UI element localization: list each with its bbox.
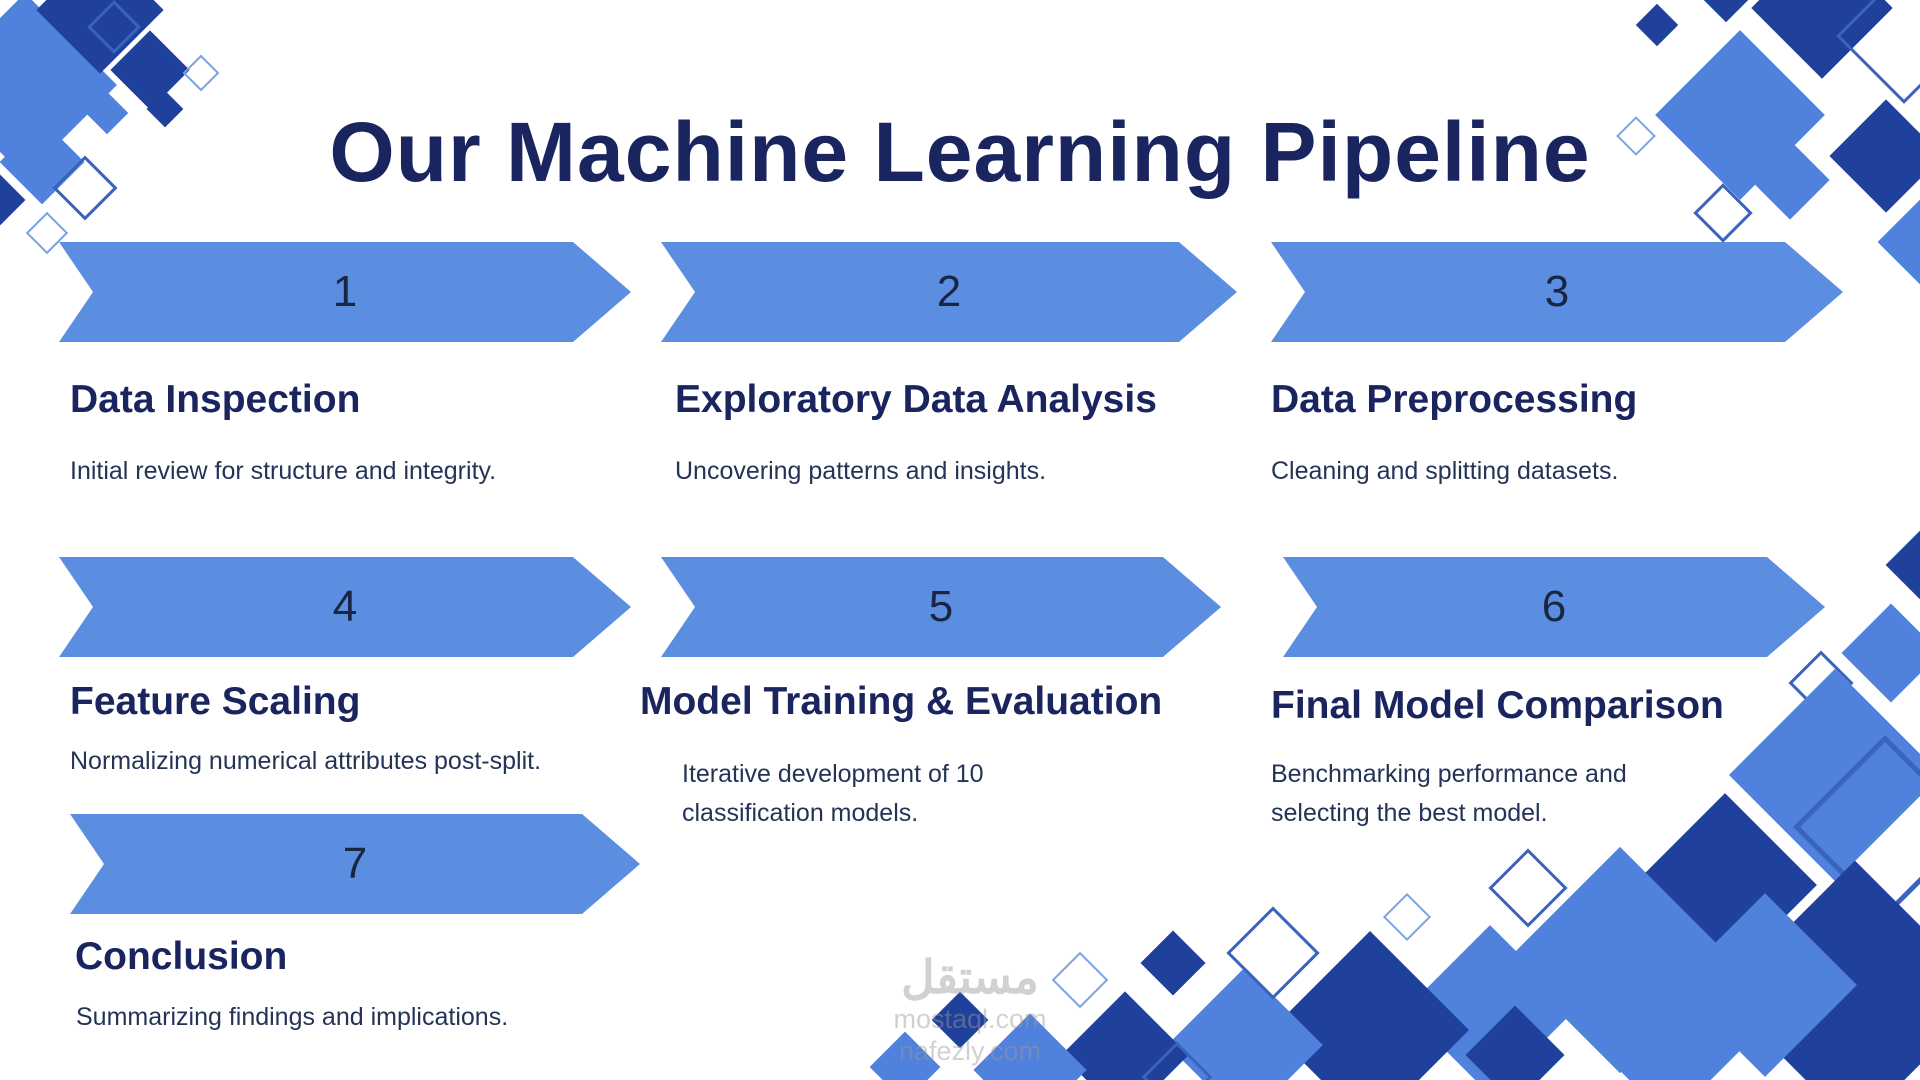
decor-diamond [1635, 3, 1679, 47]
step-3-number: 3 [1544, 267, 1570, 316]
step-7-number: 7 [342, 839, 368, 888]
decor-diamond [1140, 930, 1206, 996]
step-7-description: Summarizing findings and implications. [76, 1003, 509, 1031]
step-1-description: Initial review for structure and integri… [70, 457, 497, 485]
step-2-number: 2 [936, 267, 962, 316]
step-5-number: 5 [928, 582, 954, 631]
step-6-description: Benchmarking performance and selecting t… [1271, 760, 1627, 827]
page-title: Our Machine Learning Pipeline [329, 105, 1591, 199]
step-2-arrow: 2 [661, 242, 1237, 342]
step-4-number: 4 [332, 582, 358, 631]
step-5-description: Iterative development of 10 classificati… [682, 760, 984, 827]
decor-diamond [182, 54, 220, 92]
step-4-description: Normalizing numerical attributes post-sp… [70, 747, 542, 775]
decor-diamond [1697, 0, 1755, 23]
step-3-description: Cleaning and splitting datasets. [1271, 457, 1619, 485]
watermark-arabic-logo: مستقل [901, 951, 1039, 1003]
step-6-number: 6 [1541, 582, 1567, 631]
step-2-title: Exploratory Data Analysis [675, 378, 1157, 421]
step-7-arrow: 7 [70, 814, 640, 914]
step-1-title: Data Inspection [70, 378, 361, 421]
watermark: مستقل mostaql.com nafezly.com [845, 952, 1095, 1067]
decor-diamond [1885, 529, 1920, 601]
step-5-arrow: 5 [661, 557, 1221, 657]
decor-diamond [1877, 199, 1920, 285]
step-6-arrow: 6 [1283, 557, 1825, 657]
watermark-mostaql: mostaql.com [893, 1003, 1047, 1034]
step-1-number: 1 [332, 267, 358, 316]
decor-diamond [25, 211, 69, 255]
step-2-description: Uncovering patterns and insights. [675, 457, 1047, 485]
step-3-arrow: 3 [1271, 242, 1843, 342]
step-6-title: Final Model Comparison [1271, 684, 1724, 727]
watermark-nafezly: nafezly.com [898, 1035, 1042, 1066]
step-3-title: Data Preprocessing [1271, 378, 1638, 421]
step-4-title: Feature Scaling [70, 680, 361, 723]
step-4-arrow: 4 [59, 557, 631, 657]
decor-diamond [1382, 892, 1432, 942]
step-5-title: Model Training & Evaluation [640, 680, 1163, 723]
step-1-arrow: 1 [59, 242, 631, 342]
step-7-title: Conclusion [75, 935, 288, 978]
